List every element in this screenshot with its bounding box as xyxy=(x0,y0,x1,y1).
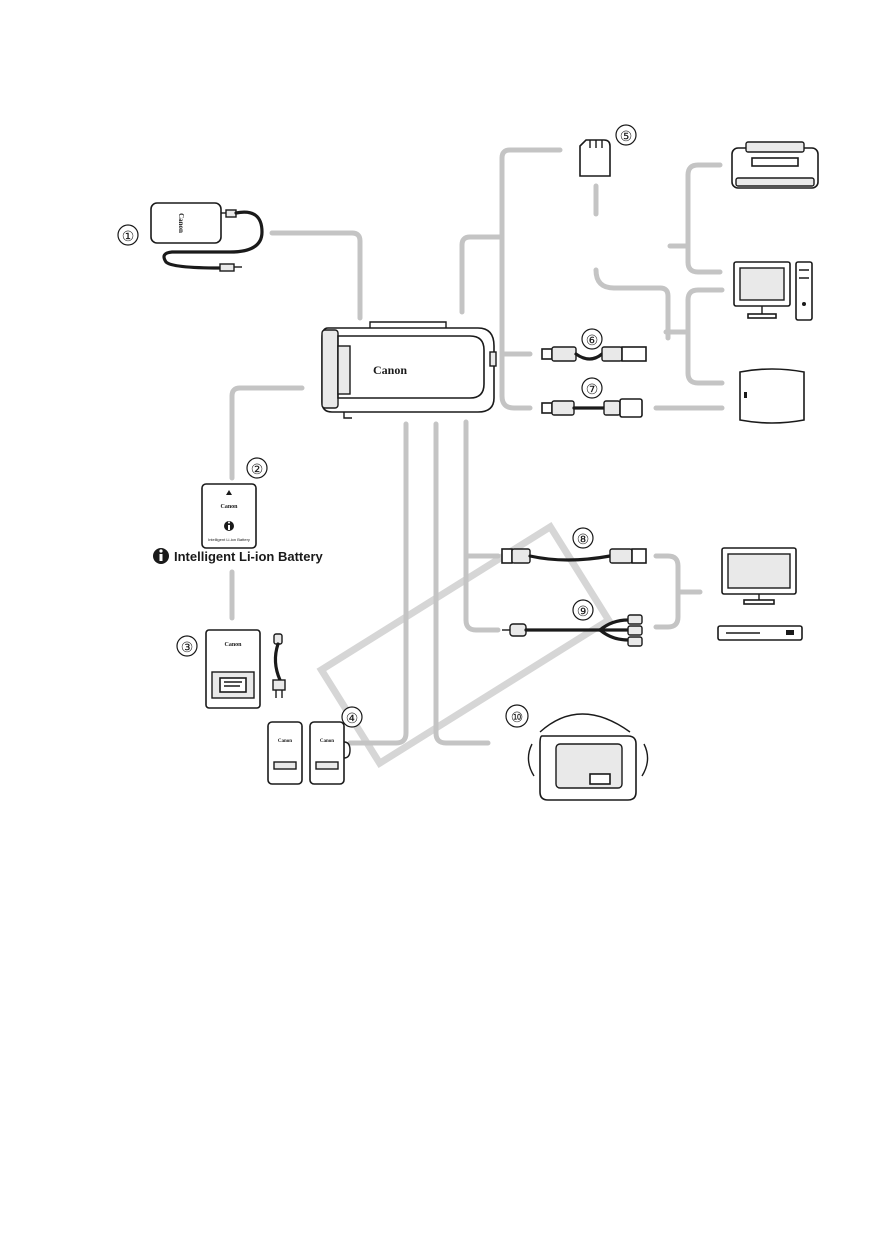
adapter-brand: Canon xyxy=(177,213,185,233)
callout-6: ⑥ xyxy=(582,329,602,349)
callout-5: ⑤ xyxy=(616,125,636,145)
battery-fine-print: Intelligent Li-ion Battery xyxy=(208,537,250,542)
callout-2: ② xyxy=(247,458,267,478)
callout-7-number: ⑦ xyxy=(586,381,599,397)
callout-9-number: ⑨ xyxy=(577,603,590,619)
spare-battery-1-brand: Canon xyxy=(278,739,292,744)
memory-card xyxy=(580,140,610,176)
battery-charger: Canon xyxy=(206,630,285,708)
callout-7: ⑦ xyxy=(582,378,602,398)
callout-4: ④ xyxy=(342,707,362,727)
hdmi-cable xyxy=(502,549,646,563)
power-adapter: Canon xyxy=(151,203,262,271)
callout-3: ③ xyxy=(177,636,197,656)
charger-brand: Canon xyxy=(224,642,242,648)
callout-10-number: ⑩ xyxy=(511,709,524,725)
intelligent-battery-text: Intelligent Li-ion Battery xyxy=(174,549,324,564)
computer-monitor-2 xyxy=(740,369,804,423)
spare-batteries: Canon Canon xyxy=(268,722,350,784)
callout-2-number: ② xyxy=(251,461,264,477)
callout-10: ⑩ xyxy=(506,705,528,727)
computer-tower-1 xyxy=(796,262,812,320)
camcorder-brand: Canon xyxy=(373,363,407,377)
camcorder: Canon xyxy=(322,322,496,418)
callout-8: ⑧ xyxy=(573,528,593,548)
battery-pack: Canon Intelligent Li-ion Battery xyxy=(202,484,256,548)
printer xyxy=(732,142,818,188)
callout-6-number: ⑥ xyxy=(586,332,599,348)
callout-8-number: ⑧ xyxy=(577,531,590,547)
carrying-case xyxy=(528,714,647,800)
video-recorder xyxy=(718,626,802,640)
callout-4-number: ④ xyxy=(346,710,359,726)
callout-1-number: ① xyxy=(122,228,135,244)
callout-3-number: ③ xyxy=(181,639,194,655)
computer-monitor-1 xyxy=(734,262,790,318)
connection-lines xyxy=(232,150,722,743)
spare-battery-2-brand: Canon xyxy=(320,739,334,744)
callout-5-number: ⑤ xyxy=(620,128,633,144)
callout-1: ① xyxy=(118,225,138,245)
usb-adapter-cable xyxy=(542,399,642,417)
battery-brand: Canon xyxy=(220,504,238,510)
television xyxy=(722,548,796,604)
callout-9: ⑨ xyxy=(573,600,593,620)
intelligent-battery-label: Intelligent Li-ion Battery xyxy=(153,548,324,564)
